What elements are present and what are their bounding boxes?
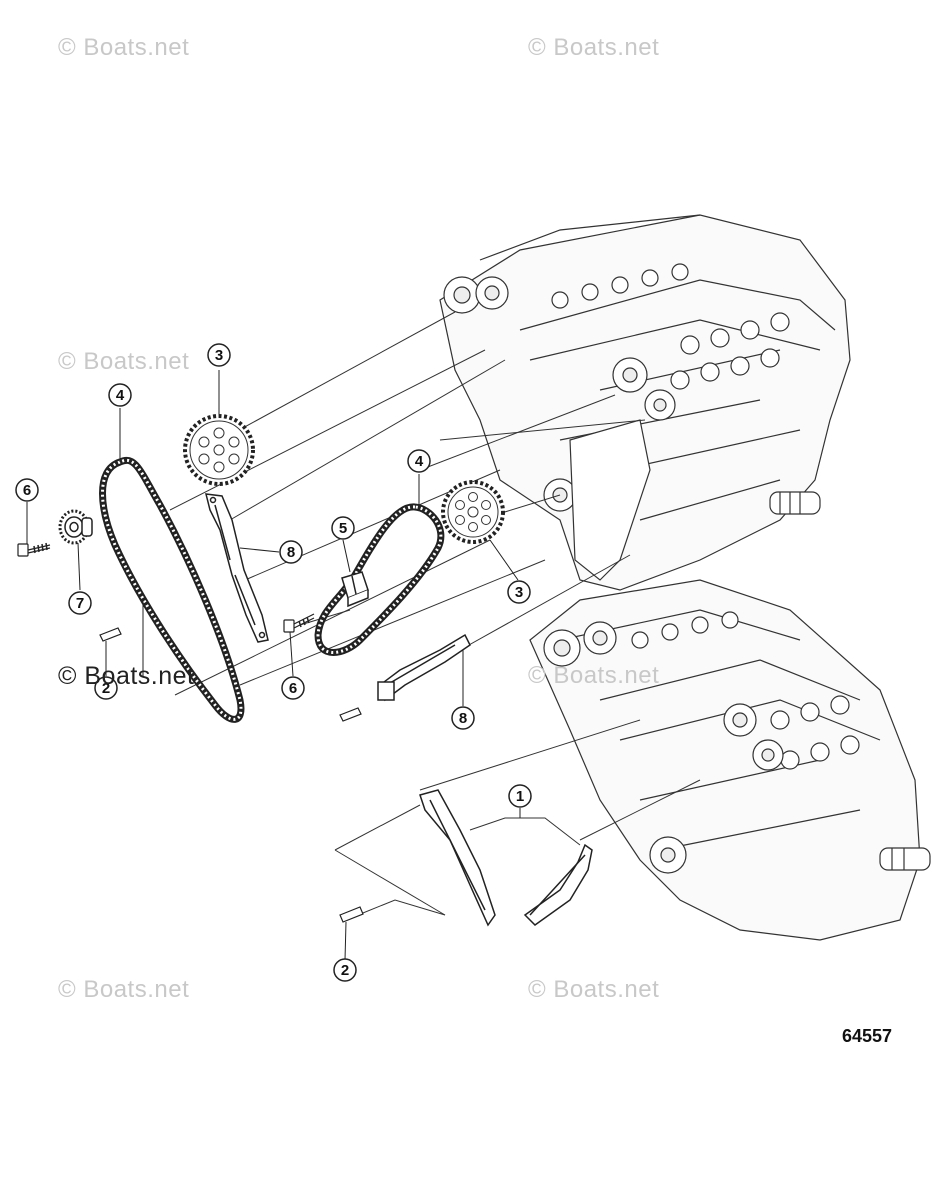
callout-7: 7 — [68, 591, 92, 615]
callout-6-middle: 6 — [281, 676, 305, 700]
upper-engine-block-icon — [439, 214, 851, 591]
callout-3-upper: 3 — [207, 343, 231, 367]
callout-2-lower: 2 — [333, 958, 357, 982]
camshaft-sprocket-lower-icon — [441, 480, 505, 544]
pin-2-middle-icon — [339, 707, 362, 722]
svg-text:1: 1 — [516, 788, 524, 805]
pin-2-lower-icon — [339, 906, 364, 923]
svg-text:2: 2 — [102, 680, 110, 697]
svg-text:7: 7 — [76, 595, 84, 612]
svg-text:5: 5 — [339, 520, 347, 537]
callout-5: 5 — [331, 516, 355, 540]
svg-text:6: 6 — [23, 482, 31, 499]
bolt-6-middle-icon — [283, 613, 315, 633]
svg-text:4: 4 — [415, 453, 424, 470]
callout-8-upper: 8 — [279, 540, 303, 564]
svg-text:6: 6 — [289, 680, 297, 697]
camshaft-sprocket-upper-icon — [183, 414, 255, 486]
callout-1: 1 — [508, 784, 532, 808]
callout-3-middle: 3 — [507, 580, 531, 604]
callout-8-middle: 8 — [451, 706, 475, 730]
bolt-6-left-icon — [17, 542, 51, 557]
svg-text:3: 3 — [215, 347, 223, 364]
watermark: © Boats.net — [58, 34, 190, 61]
figure-number: 64557 — [842, 1026, 893, 1046]
watermark: © Boats.net — [58, 348, 190, 375]
chain-guide-upper-icon — [205, 493, 269, 643]
watermark: © Boats.net — [58, 976, 190, 1003]
svg-text:2: 2 — [341, 962, 349, 979]
watermark: © Boats.net — [58, 662, 195, 690]
svg-text:4: 4 — [116, 387, 125, 404]
svg-text:8: 8 — [459, 710, 467, 727]
chain-guide-lower-icon — [377, 633, 471, 702]
callout-4-upper: 4 — [108, 383, 132, 407]
watermark: © Boats.net — [528, 662, 660, 689]
tensioner-block-icon — [341, 571, 369, 608]
callout-leaders — [26, 370, 521, 961]
watermark: © Boats.net — [528, 34, 660, 61]
idler-sprocket-icon — [58, 509, 93, 545]
watermark: © Boats.net — [528, 976, 660, 1003]
svg-text:8: 8 — [287, 544, 295, 561]
callout-2-upper: 2 — [94, 676, 118, 700]
callout-6-left: 6 — [15, 478, 39, 502]
lower-engine-block-icon — [529, 579, 931, 941]
chain-guide-pair-icon — [419, 789, 593, 927]
svg-text:3: 3 — [515, 584, 523, 601]
timing-chain-lower-icon — [314, 503, 445, 656]
callout-4-middle: 4 — [407, 449, 431, 473]
pin-2-upper-icon — [99, 627, 122, 642]
timing-chain-upper-icon — [99, 456, 245, 723]
